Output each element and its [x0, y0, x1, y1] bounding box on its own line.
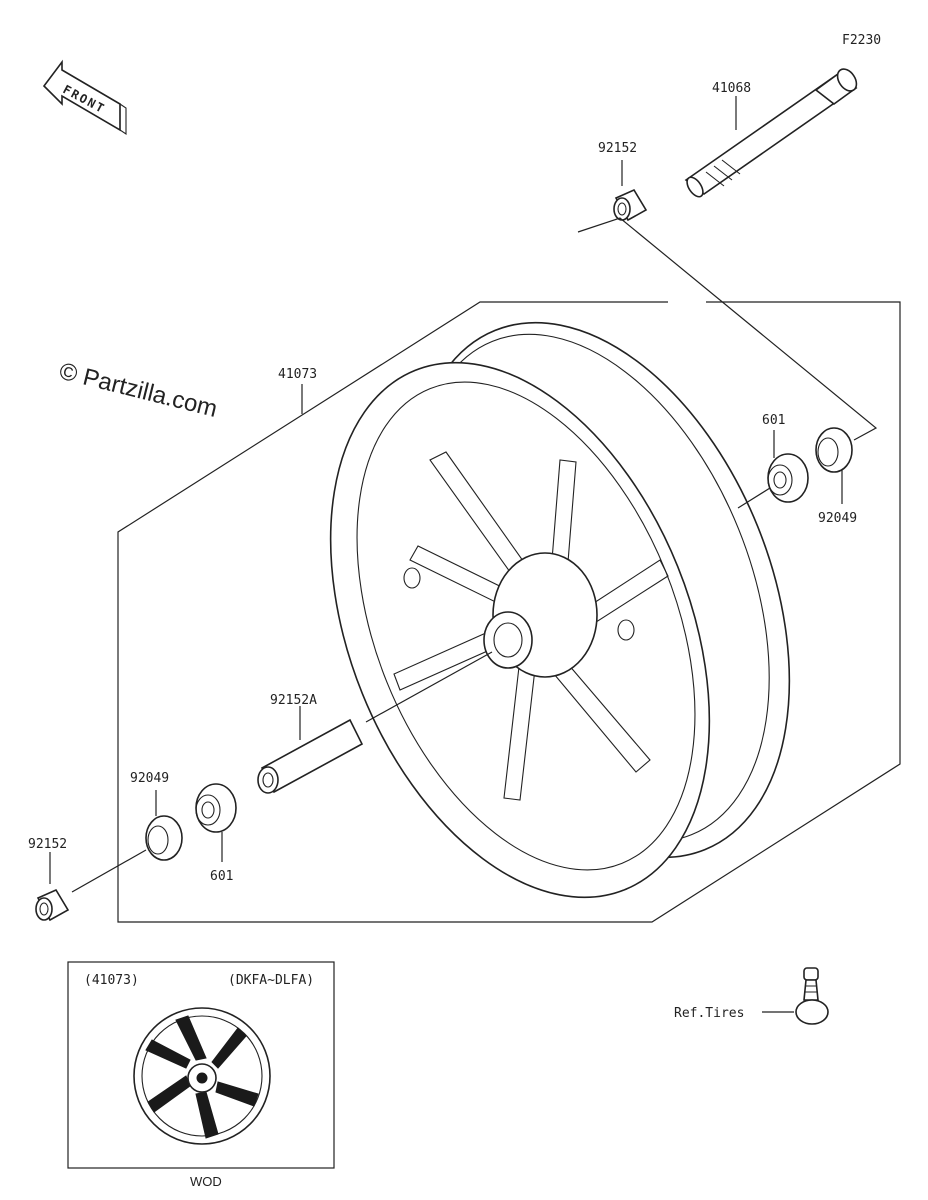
inset-frame	[67, 961, 335, 1169]
bearing-right-601	[767, 453, 809, 503]
bearing-left-601	[195, 783, 237, 833]
inset-part-ref: (41073)	[84, 973, 139, 988]
inset-wheel	[133, 1007, 271, 1145]
label-seal-right: 92049	[818, 511, 857, 526]
valve-stem-icon	[795, 967, 829, 1025]
diagram-code: F2230	[842, 33, 881, 48]
label-bearing-right: 601	[762, 413, 785, 428]
label-collar-left: 92152	[28, 837, 67, 852]
inset-caption: WOD	[190, 1174, 222, 1189]
front-arrow-icon: FRONT	[42, 59, 127, 136]
collar-top-92152	[613, 188, 648, 222]
spacer-92152A	[257, 718, 364, 794]
assembly-bracket-top	[577, 217, 878, 441]
label-wheel: 41073	[278, 367, 317, 382]
label-collar-top: 92152	[598, 141, 637, 156]
inset-model-range: (DKFA~DLFA)	[228, 973, 314, 988]
label-seal-left: 92049	[130, 771, 169, 786]
label-bearing-left: 601	[210, 869, 233, 884]
leader-collar-left-axis	[71, 849, 147, 893]
seal-right-92049	[815, 427, 853, 473]
main-wheel-41073	[329, 321, 791, 899]
leader-spacer-axis	[365, 651, 493, 723]
label-axle: 41068	[712, 81, 751, 96]
watermark: © Partzilla.com	[57, 358, 220, 423]
assembly-bracket-right	[117, 301, 901, 923]
axle-41068	[684, 68, 858, 198]
seal-left-92049	[145, 815, 183, 861]
label-valve: Ref.Tires	[674, 1006, 744, 1021]
label-spacer: 92152A	[270, 693, 317, 708]
collar-left-92152	[35, 888, 70, 922]
leader-bearing-right-axis	[737, 487, 771, 509]
